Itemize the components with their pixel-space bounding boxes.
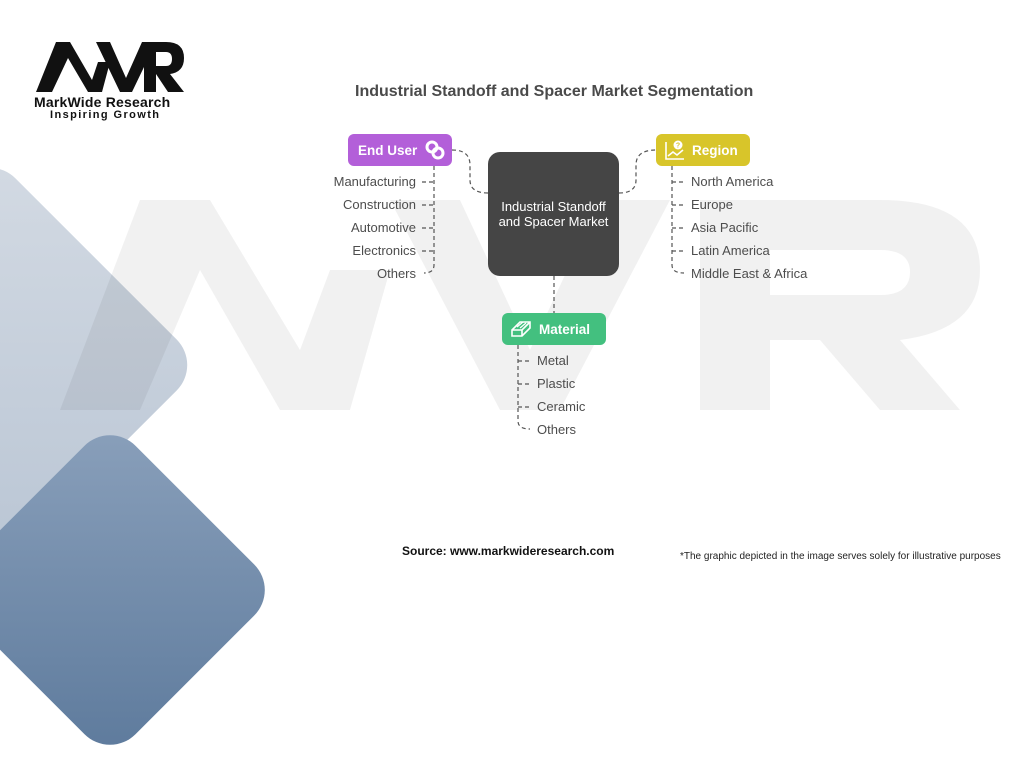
end-user-item: Others [376, 266, 416, 281]
link-rings-icon [424, 139, 446, 161]
chart-question-icon: ? [664, 139, 686, 161]
eraser-block-icon [510, 318, 532, 340]
region-item: Latin America [691, 243, 770, 258]
region-item: Middle East & Africa [691, 266, 808, 281]
brand-name: MarkWide Research [34, 94, 171, 110]
material-item: Ceramic [537, 399, 586, 414]
svg-text:?: ? [676, 143, 680, 150]
category-end-user: End User [348, 134, 452, 166]
region-item: Asia Pacific [691, 220, 759, 235]
connector-lines [422, 149, 686, 430]
end-user-item: Manufacturing [333, 174, 416, 189]
region-item: North America [691, 174, 774, 189]
material-item: Plastic [537, 376, 576, 391]
center-node-market: Industrial Standoff and Spacer Market [488, 152, 619, 276]
mwr-logo-mark [36, 42, 184, 92]
material-item: Others [537, 422, 577, 437]
category-material: Material [502, 313, 606, 345]
disclaimer-note: *The graphic depicted in the image serve… [680, 551, 1001, 562]
end-user-item: Electronics [352, 243, 416, 258]
source-text: Source: www.markwideresearch.com [402, 544, 615, 558]
category-label-end-user: End User [358, 142, 418, 158]
brand-tagline: Inspiring Growth [50, 109, 161, 121]
category-region: ? Region [656, 134, 750, 166]
end-user-item: Construction [343, 197, 416, 212]
category-label-material: Material [539, 321, 591, 337]
region-item: Europe [691, 197, 733, 212]
category-label-region: Region [692, 142, 738, 158]
material-item: Metal [537, 353, 569, 368]
end-user-item: Automotive [350, 220, 416, 235]
diagram-title: Industrial Standoff and Spacer Market Se… [355, 83, 754, 100]
